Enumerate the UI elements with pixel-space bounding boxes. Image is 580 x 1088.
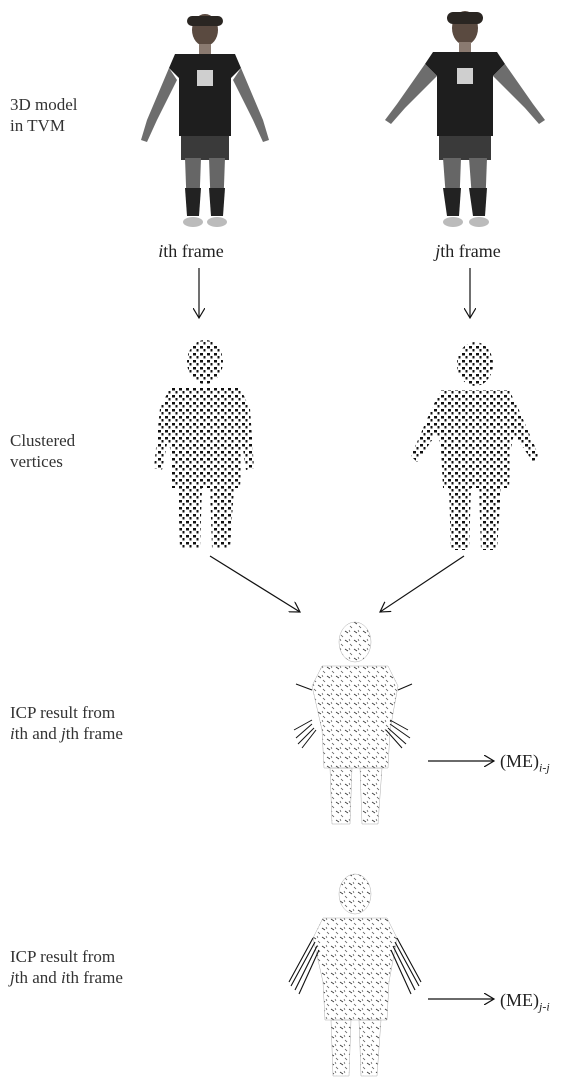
arrow-clustered-j-to-icp <box>380 556 464 612</box>
arrow-clustered-i-to-icp <box>210 556 300 612</box>
